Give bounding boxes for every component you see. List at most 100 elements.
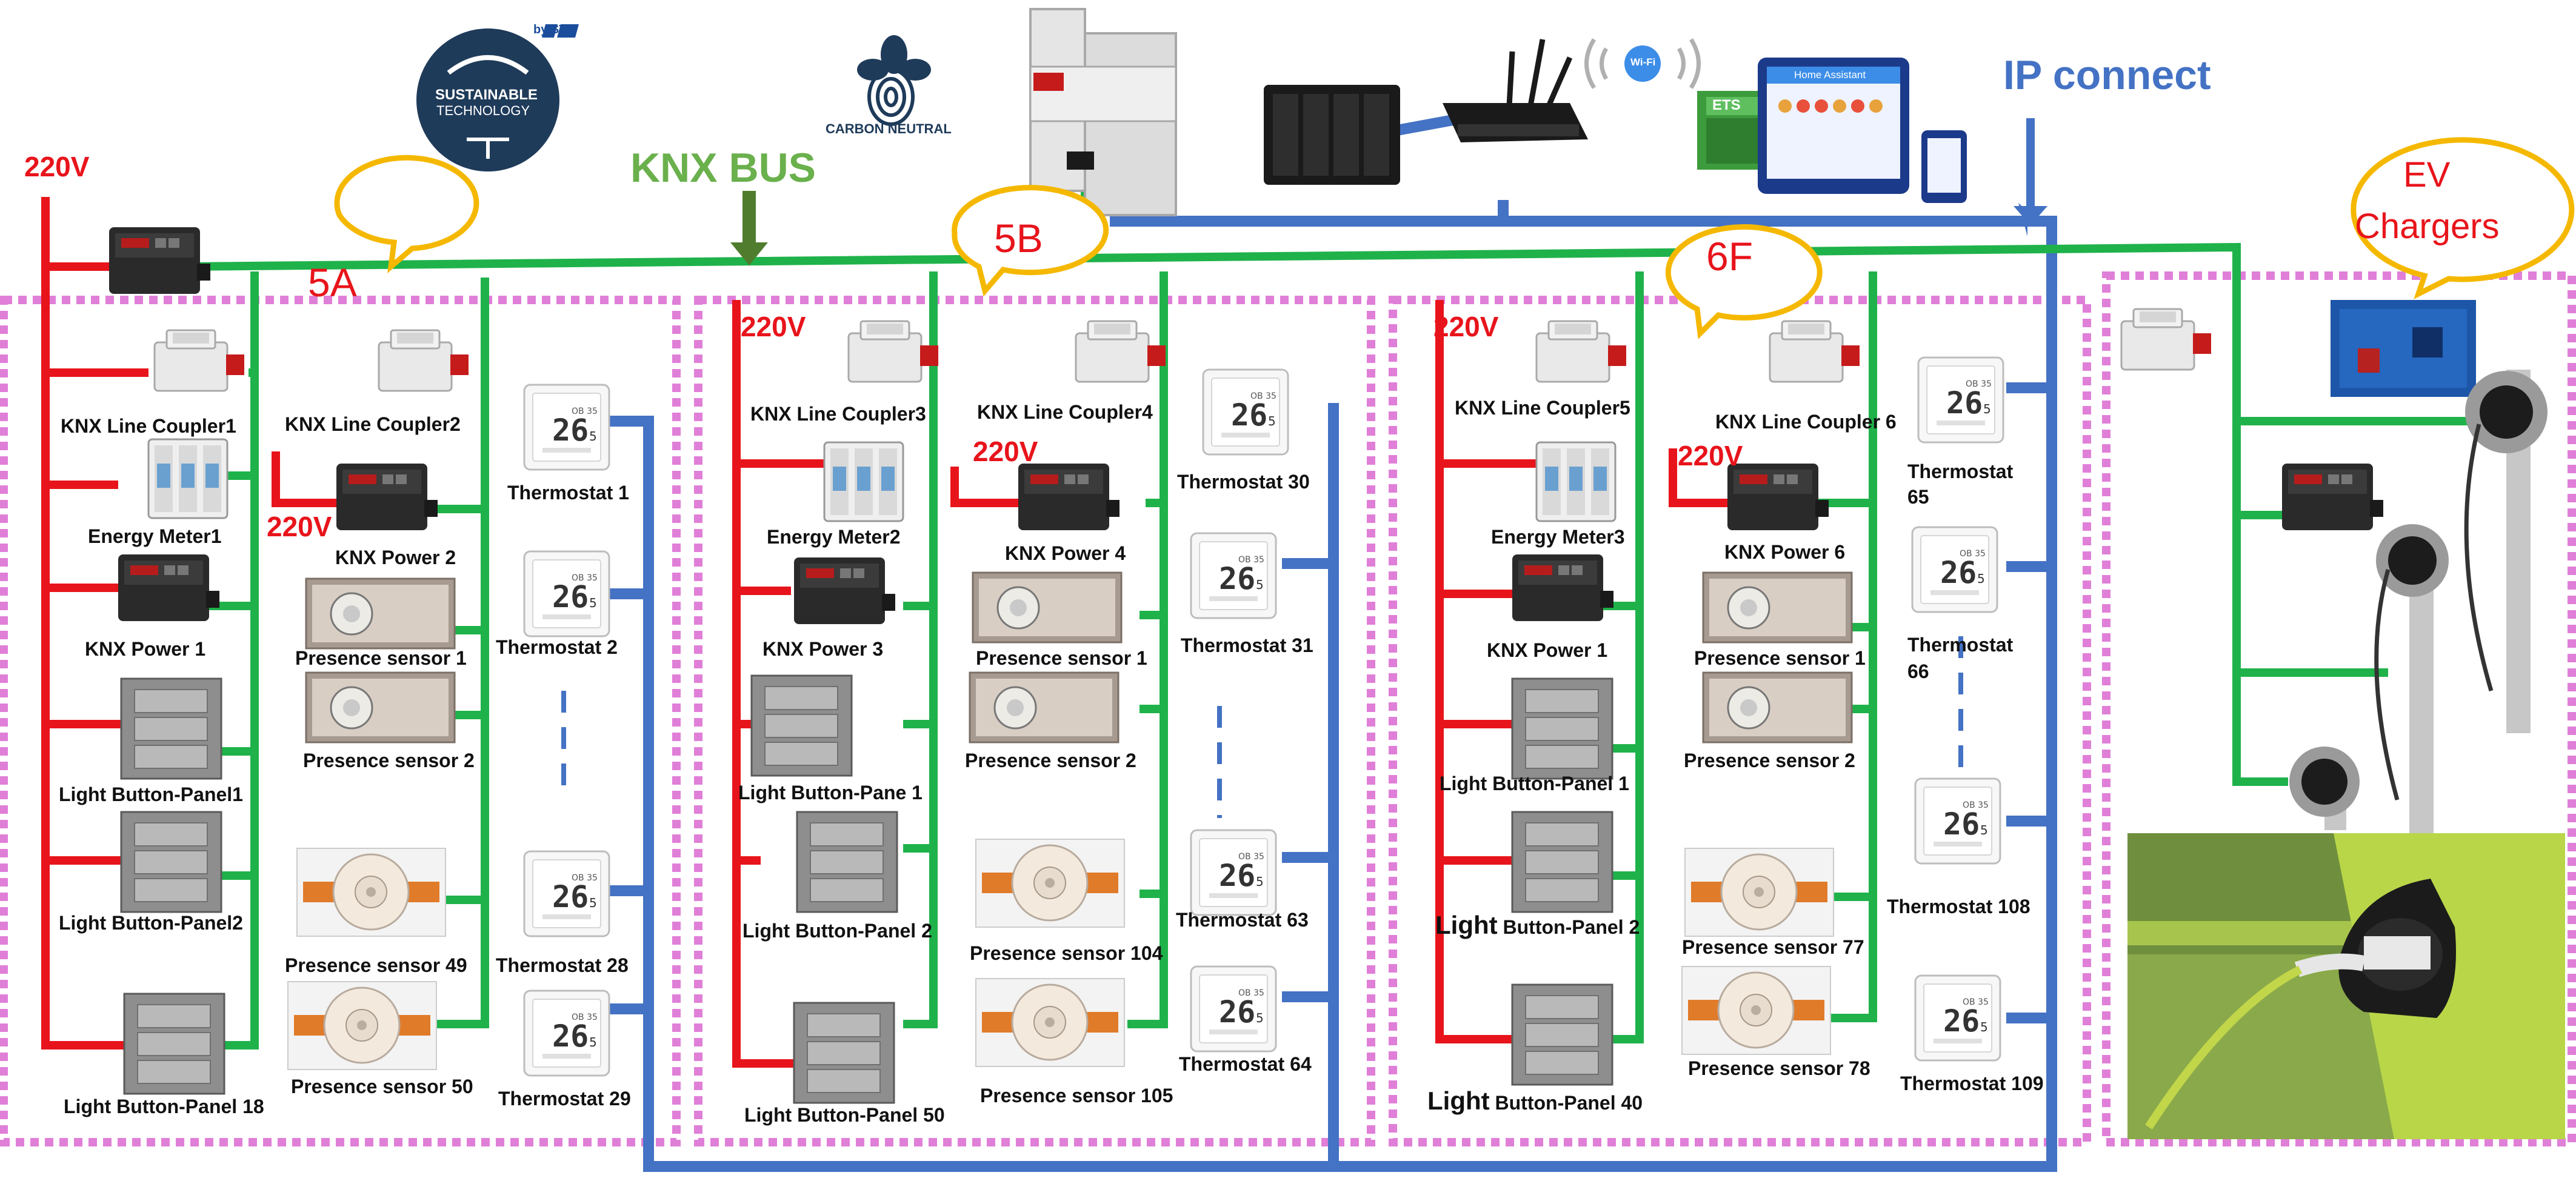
device-label: Light Button-Panel 1 [1440,773,1629,794]
device-label: KNX Power 4 [1005,542,1126,564]
thermostat-icon [523,850,610,937]
device-label: KNX Power 1 [85,638,206,660]
presence-sensor-icon [975,838,1126,928]
device-label: Presence sensor 2 [303,750,475,771]
label-part: Button-Panel 2 [1497,916,1640,938]
device-label: Presence sensor 2 [965,750,1136,771]
device-label: Thermostat 1 [507,482,629,504]
device-label: KNX Power 3 [762,638,884,660]
knx-ip-router-device [1029,8,1177,216]
ets-software-icon [1697,91,1767,170]
thermostat-icon [1190,965,1277,1053]
presence-sensor-icon [1681,965,1832,1056]
knx-power-icon [794,557,895,624]
knx-line-coupler-icon [2120,308,2212,371]
device-label: Presence sensor 1 [1694,647,1866,669]
presence-sensor-icon [305,671,456,744]
zone-5b-bubble-label: 5B [994,216,1043,261]
device-label: Light Button-Panel 18 [64,1096,264,1117]
device-label: KNX Power 6 [1724,541,1846,563]
zone-6f-bubble-label: 6F [1706,234,1753,279]
knx-power-icon [336,464,438,530]
device-label: Thermostat 64 [1179,1053,1312,1075]
device-label: Thermostat 31 [1181,634,1313,656]
device-label: KNX Power 2 [335,547,456,568]
zone-5a-bubble-label: 5A [308,260,357,305]
device-label: Thermostat 109 [1900,1073,2044,1094]
device-label: Light Button-Panel 2 [1435,911,1640,940]
device-label: Thermostat [1907,634,2014,656]
power-feeds [41,197,1727,1068]
voltage-label: 220V [1678,440,1743,471]
light-button-panel-icon [1511,677,1613,780]
energy-meter-icon [1535,441,1617,522]
device-label: KNX Line Coupler2 [285,413,461,435]
device-label: KNX Line Coupler5 [1455,397,1630,419]
ev-charger-icon [2464,370,2548,733]
knx-power-icon [118,554,219,621]
carbon-neutral-label: CARBON NEUTRAL [826,121,952,136]
thermostat-icon [1917,356,2004,444]
carbon-neutral-icon [857,35,931,126]
ev-zone-devices [2120,300,2565,1139]
device-label: Thermostat 108 [1887,896,2030,917]
zone-6f-border [1389,296,2091,1146]
main-knx-power-supply [109,227,210,294]
device-label: Thermostat 28 [496,954,629,976]
device-label: Presence sensor 1 [295,647,467,669]
voltage-label: 220V [24,151,90,182]
voltage-label: 220V [973,436,1038,467]
knx-line-coupler-icon [847,320,939,383]
knx-power-icon [1512,554,1613,621]
zone-5b-border [694,296,1375,1146]
home-assistant-tablet-icon [1758,58,1967,203]
wifi-icon [1584,38,1701,89]
sustainable-technology-logo [416,24,579,171]
device-label: KNX Line Coupler3 [750,403,926,425]
knx-bus-arrow [730,191,768,265]
device-label: Light Button-Pane 1 [738,782,923,803]
light-button-panel-icon [1511,983,1613,1086]
device-label: Presence sensor 77 [1682,936,1864,958]
thermostat-icon [1190,829,1277,916]
energy-meter-icon [823,441,904,522]
ev-charger-controller-board [2331,300,2476,397]
light-button-panel-icon [750,674,853,777]
device-label: Thermostat [1907,461,2014,482]
router-icon [1443,39,1588,142]
device-label: Presence sensor 104 [970,942,1163,964]
st-logo-text: by ST [533,23,567,36]
thermostat-icon [1202,368,1289,456]
device-label: 65 [1907,486,1929,508]
light-button-panel-icon [120,677,222,780]
zone-ev-border [2102,271,2576,1146]
knx-bus-label: KNX BUS [630,145,816,191]
presence-sensor-icon [1684,847,1835,937]
nas-server-icon [1264,85,1400,185]
bubbles [334,137,2575,339]
zone-borders [0,271,2576,1146]
ev-bubble-line1: EV [2403,155,2451,195]
device-label: Light Button-Panel2 [59,912,243,934]
ets-label: ETS [1712,97,1741,113]
light-button-panel-icon [793,1002,895,1104]
device-label: Energy Meter3 [1491,526,1625,548]
ev-charger-icon [2374,524,2449,836]
light-button-panel-icon [120,811,222,913]
device-label: Energy Meter1 [88,525,222,547]
thermostat-icon [1914,974,2001,1062]
presence-sensor-icon [1702,671,1853,744]
knx-line-coupler-icon [1535,320,1627,383]
device-label: Light Button-Panel 2 [742,920,932,942]
presence-sensor-icon [972,571,1123,644]
energy-meter-icon [147,438,229,519]
device-label: Presence sensor 49 [285,954,467,976]
home-assistant-label: Home Assistant [1794,69,1866,81]
device-label: 66 [1907,660,1929,682]
presence-sensor-icon [1702,571,1853,644]
bubble-ev [2351,137,2575,299]
voltage-label: 220V [1433,311,1499,342]
thermostat-icon [523,990,610,1077]
label-part: Button-Panel 40 [1489,1092,1643,1114]
